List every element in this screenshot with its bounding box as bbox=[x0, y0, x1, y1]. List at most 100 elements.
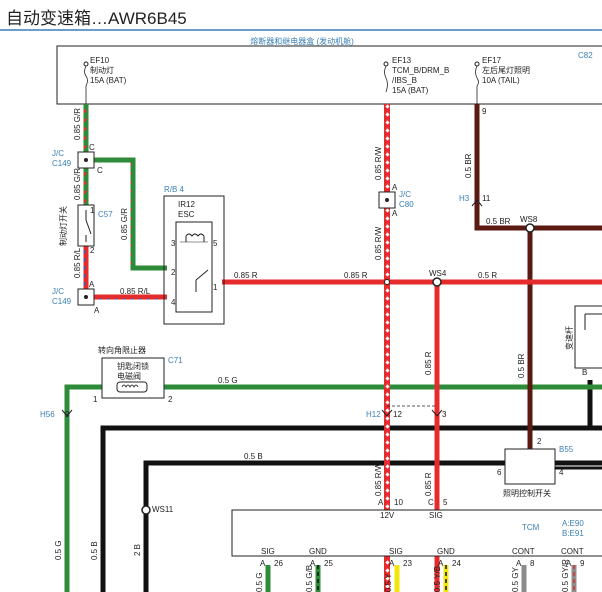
svg-text:变速杆: 变速杆 bbox=[564, 326, 574, 350]
svg-text:0.85 G/R: 0.85 G/R bbox=[73, 168, 82, 200]
wire-brown-horiz bbox=[474, 205, 602, 231]
svg-text:26: 26 bbox=[274, 559, 283, 568]
svg-text:12V: 12V bbox=[380, 511, 395, 520]
svg-text:A: A bbox=[94, 306, 100, 315]
svg-text:0.5 R: 0.5 R bbox=[478, 271, 497, 280]
svg-text:24: 24 bbox=[452, 559, 461, 568]
svg-text:H12: H12 bbox=[366, 410, 381, 419]
svg-text:10: 10 bbox=[394, 498, 403, 507]
svg-text:转向角限止器: 转向角限止器 bbox=[98, 345, 146, 355]
fuse-box-label: 熔断器和继电器盒 (发动机舱) bbox=[250, 36, 354, 46]
svg-text:A: A bbox=[389, 559, 395, 568]
svg-text:3: 3 bbox=[171, 239, 176, 248]
svg-text:0.85 R: 0.85 R bbox=[344, 271, 368, 280]
svg-text:0.85 R/L: 0.85 R/L bbox=[120, 287, 151, 296]
wire-green-05 bbox=[64, 384, 602, 592]
connector-h56: H56 9 bbox=[40, 409, 73, 419]
light-control-switch: 照明控制开关 B55 2 6 4 bbox=[497, 437, 602, 498]
splice-ws11-label: WS11 bbox=[152, 505, 174, 514]
svg-text:制动灯开关: 制动灯开关 bbox=[58, 206, 68, 246]
svg-text:25: 25 bbox=[324, 559, 333, 568]
svg-text:0.5 Y/B: 0.5 Y/B bbox=[433, 566, 442, 592]
svg-text:0.5 G/B: 0.5 G/B bbox=[305, 565, 314, 592]
svg-text:R/B 4: R/B 4 bbox=[164, 185, 185, 194]
svg-text:TCM_B/DRM_B: TCM_B/DRM_B bbox=[392, 66, 449, 75]
svg-text:3: 3 bbox=[442, 410, 447, 419]
svg-text:SIG: SIG bbox=[429, 511, 443, 520]
svg-text:A: A bbox=[89, 280, 95, 289]
svg-text:TCM: TCM bbox=[522, 523, 540, 532]
svg-text:ESC: ESC bbox=[178, 210, 195, 219]
svg-text:/IBS_B: /IBS_B bbox=[392, 76, 417, 85]
svg-text:11: 11 bbox=[482, 194, 491, 203]
svg-text:C: C bbox=[428, 498, 434, 507]
junction-connector-bottom: J/C C149 A A bbox=[52, 280, 100, 315]
svg-text:4: 4 bbox=[171, 298, 176, 307]
svg-text:2: 2 bbox=[537, 437, 542, 446]
fuse-ef10: EF10 制动灯 15A (BAT) bbox=[83, 56, 127, 87]
connector-h3: H3 11 9 bbox=[459, 107, 491, 207]
svg-text:8: 8 bbox=[530, 559, 535, 568]
relay-ir12-esc: R/B 4 IR12 ESC 3 5 2 1 4 bbox=[163, 185, 225, 325]
svg-text:J/C: J/C bbox=[52, 287, 64, 296]
svg-text:A:E90: A:E90 bbox=[562, 519, 584, 528]
svg-text:制动灯: 制动灯 bbox=[90, 65, 114, 75]
svg-text:1: 1 bbox=[213, 283, 218, 292]
svg-text:C149: C149 bbox=[52, 159, 72, 168]
svg-text:C71: C71 bbox=[168, 356, 183, 365]
svg-text:0.5 B: 0.5 B bbox=[90, 541, 99, 560]
tcm-module: TCM A:E90 B:E91 A 10 12V C 5 SIG SIG GND… bbox=[231, 498, 602, 568]
svg-text:0.85 R/W: 0.85 R/W bbox=[374, 226, 383, 260]
svg-text:GND: GND bbox=[437, 547, 455, 556]
svg-text:15A (BAT): 15A (BAT) bbox=[392, 86, 429, 95]
svg-text:0.5 GY: 0.5 GY bbox=[511, 566, 520, 592]
svg-text:9: 9 bbox=[482, 107, 487, 116]
svg-text:6: 6 bbox=[497, 468, 502, 477]
svg-text:左后尾灯照明: 左后尾灯照明 bbox=[482, 65, 530, 75]
svg-text:0.85 R: 0.85 R bbox=[424, 351, 433, 375]
svg-text:C149: C149 bbox=[52, 297, 72, 306]
wire-black-ws11 bbox=[143, 460, 602, 592]
svg-text:0.85 R/W: 0.85 R/W bbox=[374, 146, 383, 180]
svg-text:15A (BAT): 15A (BAT) bbox=[90, 76, 127, 85]
svg-text:2 B: 2 B bbox=[133, 544, 142, 556]
svg-text:EF13: EF13 bbox=[392, 56, 412, 65]
svg-text:C: C bbox=[89, 143, 95, 152]
wire-labels: 0.85 G/R 0.85 G/R 0.85 G/R 0.85 R/L 0.85… bbox=[54, 108, 570, 592]
svg-text:A: A bbox=[378, 498, 384, 507]
svg-text:A: A bbox=[516, 559, 522, 568]
svg-text:10A (TAIL): 10A (TAIL) bbox=[482, 76, 520, 85]
fuse-ef13: EF13 TCM_B/DRM_B /IBS_B 15A (BAT) bbox=[383, 56, 449, 95]
svg-text:0.5 BR: 0.5 BR bbox=[517, 353, 526, 378]
page-title: 自动变速箱…AWR6B45 bbox=[6, 9, 187, 28]
splice-ws8 bbox=[525, 223, 535, 233]
splice-rw bbox=[384, 279, 390, 285]
junction-connector-c80: J/C C80 A A bbox=[378, 183, 414, 218]
svg-text:B55: B55 bbox=[559, 445, 574, 454]
svg-text:EF17: EF17 bbox=[482, 56, 502, 65]
svg-text:9: 9 bbox=[580, 559, 585, 568]
svg-text:IR12: IR12 bbox=[178, 200, 195, 209]
svg-text:2: 2 bbox=[168, 395, 173, 404]
svg-text:CONT: CONT bbox=[561, 547, 584, 556]
svg-text:钥匙闭锁: 钥匙闭锁 bbox=[117, 361, 149, 371]
svg-text:0.85 R: 0.85 R bbox=[424, 472, 433, 496]
splice-ws4-label: WS4 bbox=[429, 269, 447, 278]
svg-text:C: C bbox=[97, 166, 103, 175]
svg-text:1: 1 bbox=[93, 395, 98, 404]
svg-text:0.5 GY/R: 0.5 GY/R bbox=[561, 559, 570, 592]
svg-text:H3: H3 bbox=[459, 194, 470, 203]
svg-text:1: 1 bbox=[90, 206, 95, 215]
svg-text:CONT: CONT bbox=[512, 547, 535, 556]
svg-text:12: 12 bbox=[393, 410, 402, 419]
svg-text:EF10: EF10 bbox=[90, 56, 110, 65]
svg-text:2: 2 bbox=[90, 246, 95, 255]
svg-text:B:E91: B:E91 bbox=[562, 529, 584, 538]
fuse-box-connector: C82 bbox=[578, 51, 593, 60]
svg-text:0.85 R: 0.85 R bbox=[234, 271, 258, 280]
wire-gr-relay bbox=[86, 157, 167, 271]
svg-text:SIG: SIG bbox=[389, 547, 403, 556]
svg-text:0.85 G/R: 0.85 G/R bbox=[73, 108, 82, 140]
